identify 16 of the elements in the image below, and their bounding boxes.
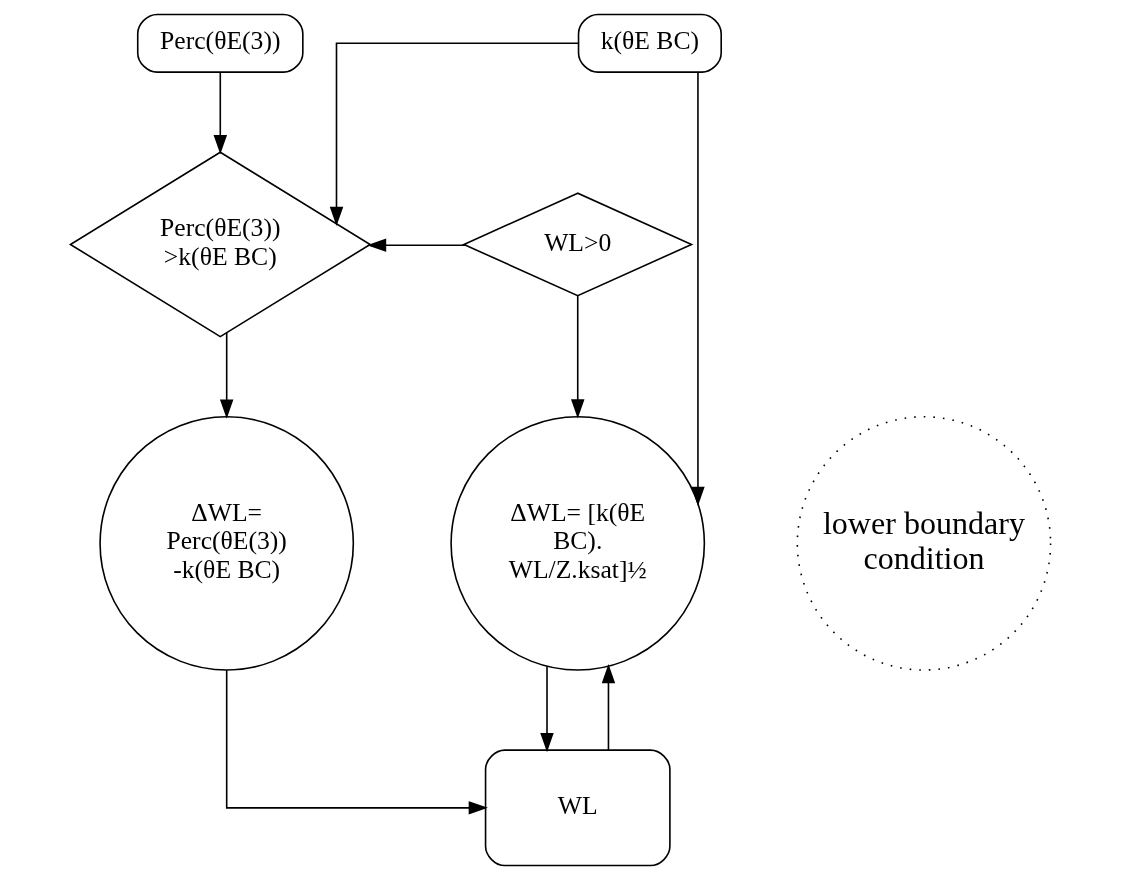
arrow xyxy=(213,71,227,155)
arrow xyxy=(225,669,488,815)
arrow xyxy=(366,238,467,252)
arrow xyxy=(601,663,616,751)
arrow xyxy=(571,295,585,419)
node-circle: ΔWL= Perc(θE(3)) -k(θE BC) xyxy=(99,415,355,671)
node-box: WL xyxy=(484,749,671,867)
node-box: k(θE BC) xyxy=(577,13,722,73)
node-diamond: WL>0 xyxy=(461,192,694,297)
arrow xyxy=(540,665,554,753)
node-circle: lower boundary condition xyxy=(796,415,1052,671)
node-box: Perc(θE(3)) xyxy=(136,13,304,73)
node-diamond: Perc(θE(3)) >k(θE BC) xyxy=(68,151,372,338)
arrow xyxy=(691,71,705,506)
arrow xyxy=(329,42,579,227)
arrow xyxy=(219,332,234,419)
